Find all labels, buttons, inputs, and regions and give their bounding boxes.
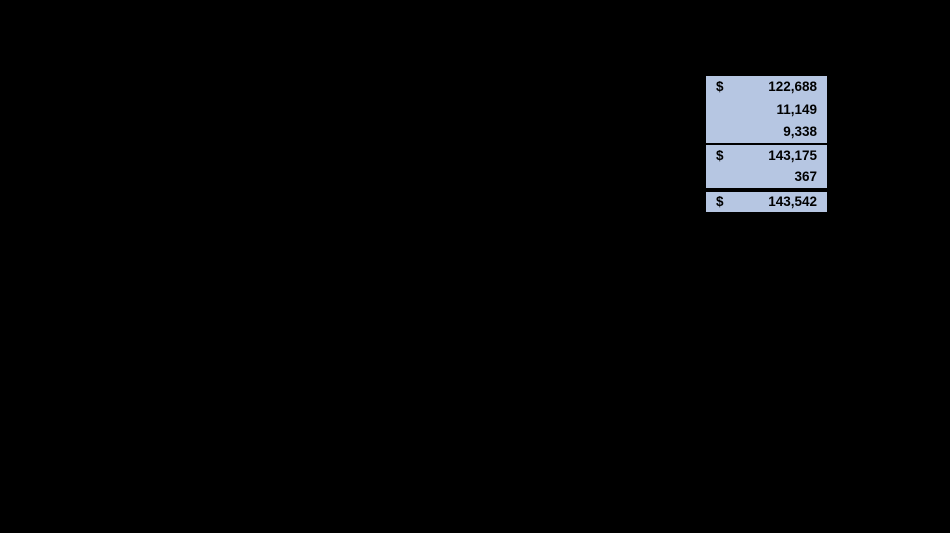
spreadsheet-cell-row[interactable]: 367 <box>706 165 827 188</box>
spreadsheet-cell-row[interactable]: $ 122,688 <box>706 76 827 99</box>
highlighted-cells-block: $ 122,688 11,149 9,338 $ 143,175 367 $ 1… <box>706 76 827 213</box>
spreadsheet-cell-row[interactable]: 9,338 <box>706 120 827 144</box>
spreadsheet-subtotal-row[interactable]: $ 143,175 <box>706 143 827 166</box>
cell-value: 143,542 <box>768 194 817 210</box>
cell-value: 11,149 <box>776 101 817 117</box>
currency-symbol: $ <box>716 194 724 210</box>
currency-symbol: $ <box>716 79 724 95</box>
spreadsheet-cell-row[interactable]: 11,149 <box>706 98 827 121</box>
cell-value: 122,688 <box>768 79 817 95</box>
cell-value: 143,175 <box>768 147 817 163</box>
cell-value: 9,338 <box>783 124 817 140</box>
spreadsheet-grand-total-row[interactable]: $ 143,542 <box>706 190 827 213</box>
cell-value: 367 <box>794 169 817 184</box>
currency-symbol: $ <box>716 147 724 163</box>
